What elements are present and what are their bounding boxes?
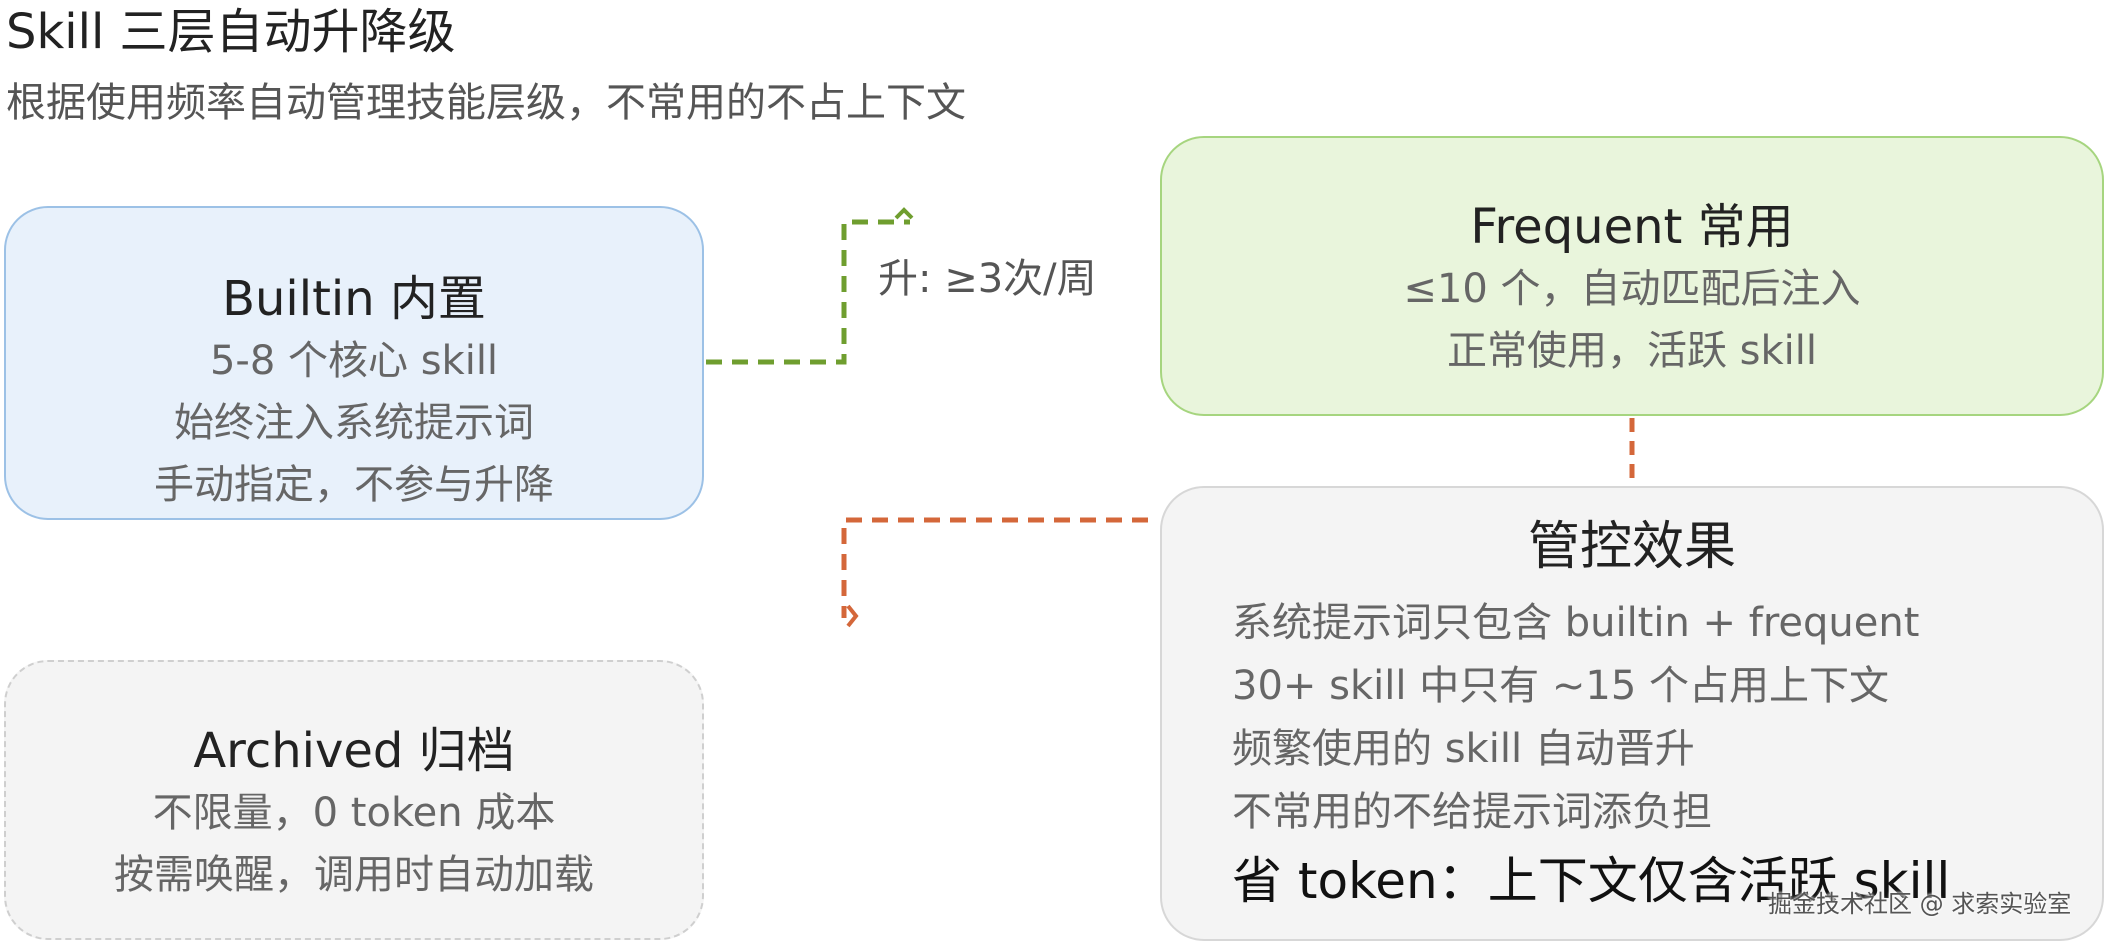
demote-arrowhead-icon (846, 604, 859, 628)
watermark: 掘金技术社区 @ 求索实验室 (1768, 890, 2072, 918)
builtin-line: 5-8 个核心 skill (209, 338, 499, 384)
promote-arrowhead-icon (894, 207, 914, 220)
frequent-line: 正常使用，活跃 skill (1446, 328, 1818, 374)
frequent-title: Frequent 常用 (1470, 199, 1794, 255)
page-title: Skill 三层自动升降级 (6, 4, 456, 60)
effect-emphasis: 省 token：上下文仅含活跃 skill (1232, 852, 1951, 910)
archived-tier-box: Archived 归档 不限量，0 token 成本 按需唤醒，调用时自动加载 (4, 660, 704, 940)
demote-edge (841, 517, 1148, 618)
archived-line: 不限量，0 token 成本 (152, 790, 556, 836)
control-effect-box: 管控效果 系统提示词只包含 builtin + frequent 30+ ski… (1160, 486, 2104, 941)
builtin-title: Builtin 内置 (222, 271, 486, 327)
frequent-line: ≤10 个，自动匹配后注入 (1403, 266, 1861, 312)
builtin-tier-box: Builtin 内置 5-8 个核心 skill 始终注入系统提示词 手动指定，… (4, 206, 704, 520)
effect-title: 管控效果 (1527, 517, 1736, 577)
builtin-line: 手动指定，不参与升降 (154, 462, 554, 508)
page-subtitle: 根据使用频率自动管理技能层级，不常用的不占上下文 (6, 80, 966, 126)
effect-line: 频繁使用的 skill 自动晋升 (1232, 726, 1695, 772)
effect-line: 30+ skill 中只有 ~15 个占用上下文 (1232, 663, 1890, 709)
effect-lines: 系统提示词只包含 builtin + frequent 30+ skill 中只… (1162, 592, 2102, 844)
frequent-tier-box: Frequent 常用 ≤10 个，自动匹配后注入 正常使用，活跃 skill (1160, 136, 2104, 416)
promote-label: 升: ≥3次/周 (878, 256, 1097, 302)
builtin-line: 始终注入系统提示词 (174, 400, 534, 446)
archived-title: Archived 归档 (193, 723, 515, 779)
effect-line: 系统提示词只包含 builtin + frequent (1232, 600, 1920, 646)
effect-line: 不常用的不给提示词添负担 (1232, 789, 1712, 835)
archived-line: 按需唤醒，调用时自动加载 (114, 852, 594, 898)
